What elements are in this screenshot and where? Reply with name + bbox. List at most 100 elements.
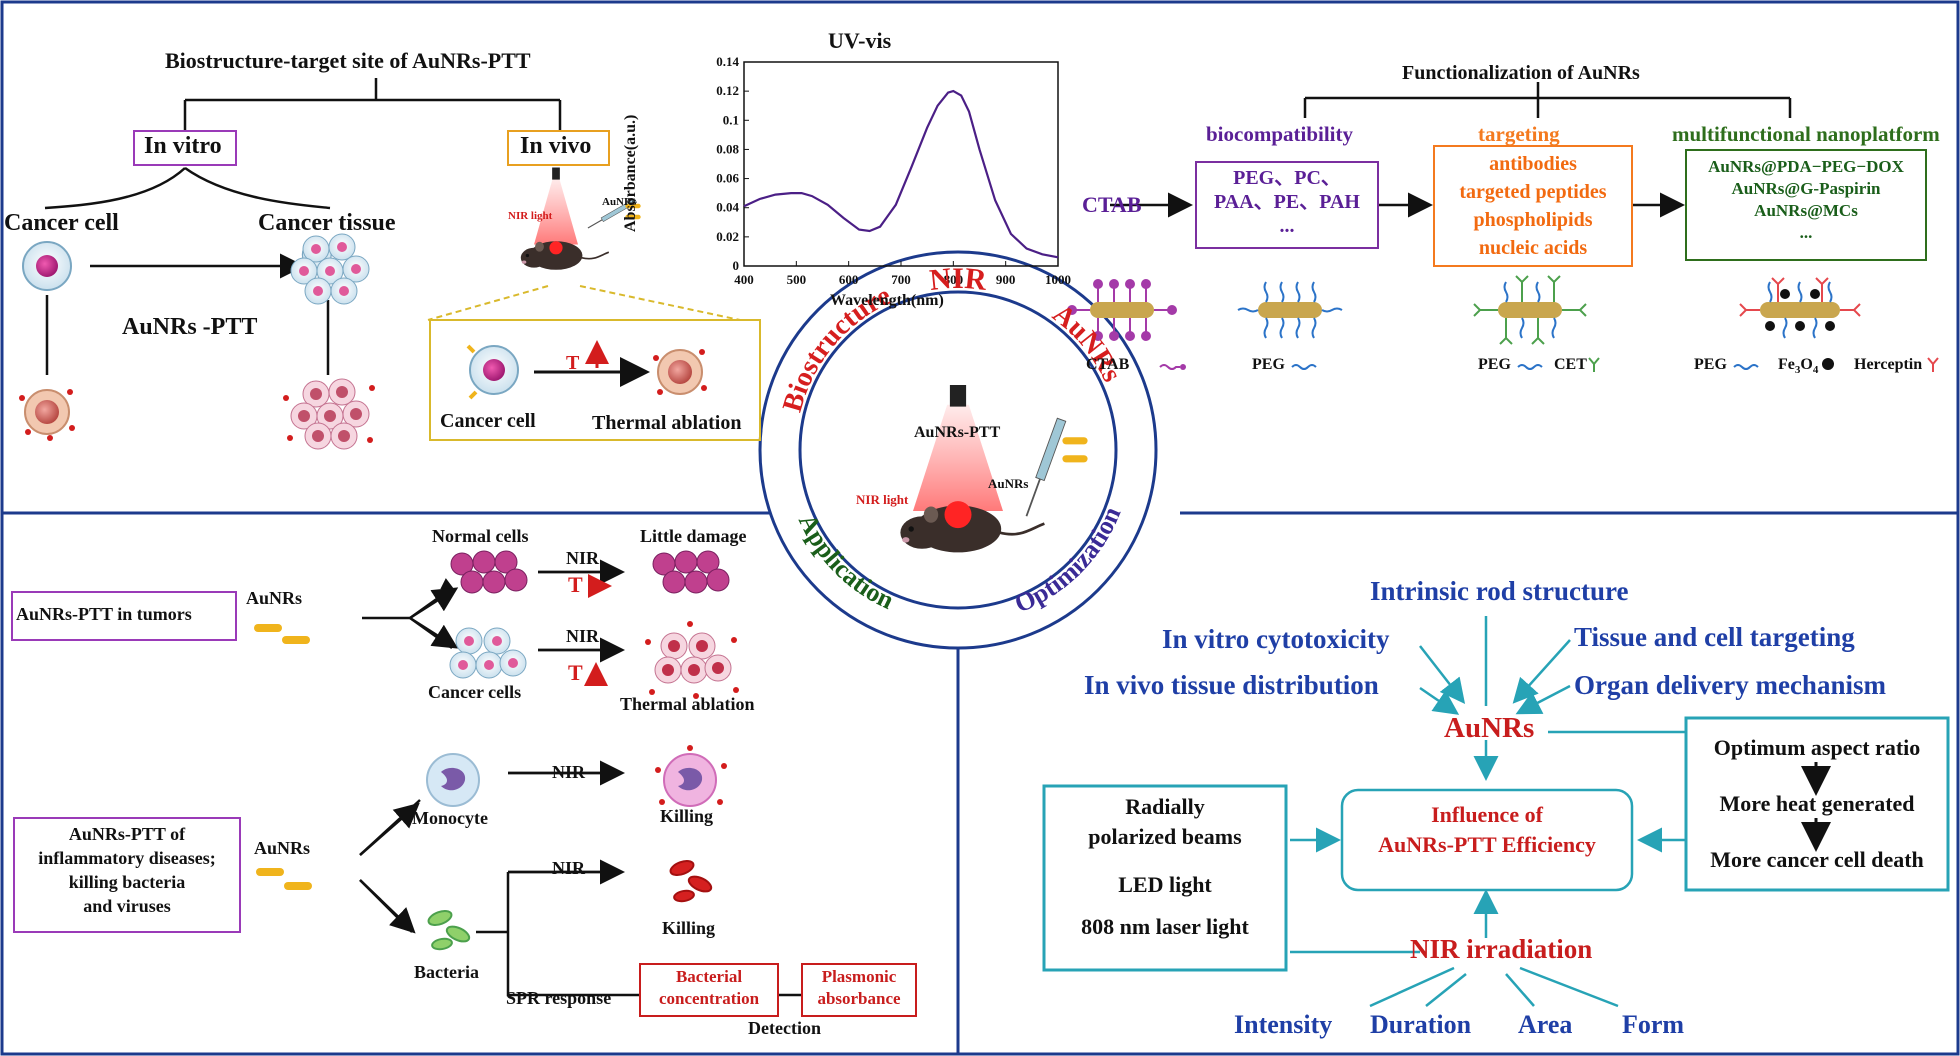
param-duration: Duration	[1370, 1010, 1472, 1039]
inset-cancer-cell: Cancer cell	[440, 410, 536, 432]
biostructure-title: Biostructure-target site of AuNRs-PTT	[165, 48, 531, 73]
opt-intrinsic: Intrinsic rod structure	[1370, 576, 1629, 606]
plasmonic-absorbance-box: Plasmonic absorbance	[817, 967, 901, 1008]
app-aunrs-1: AuNRs	[246, 588, 303, 608]
chart-xlabel: Wavelength(nm)	[830, 292, 944, 309]
param-form: Form	[1622, 1010, 1685, 1039]
opt-in-vivo: In vivo tissue distribution	[1084, 670, 1379, 700]
x-tick-label: 800	[944, 272, 964, 287]
multifunctional-rod	[1739, 277, 1861, 339]
opt-in-vitro: In vitro cytotoxicity	[1162, 624, 1390, 654]
x-tick-label: 500	[787, 272, 807, 287]
ctab-rod	[1067, 279, 1177, 341]
multi-item: AuNRs@MCs	[1754, 201, 1858, 220]
nir-light-small: NIR light	[508, 210, 553, 222]
center-nir-light: NIR light	[856, 492, 909, 507]
influence-box: Influence of AuNRs-PTT Efficiency	[1378, 802, 1596, 857]
mouse-illustration-top	[519, 167, 641, 271]
legend-fe3o4: Fe3O4	[1778, 356, 1819, 377]
multi-item: ...	[1799, 223, 1813, 242]
aunrs-small-top: AuNRs	[602, 196, 637, 208]
multi-list: AuNRs@PDA−PEG−DOX AuNRs@G-Paspirin AuNRs…	[1686, 156, 1926, 244]
thermal-ablation-label: Thermal ablation	[620, 694, 755, 714]
opt-organ: Organ delivery mechanism	[1574, 670, 1886, 700]
biocompat-head: biocompatibility	[1206, 122, 1354, 146]
inflam-box-label: AuNRs-PTT of inflammatory diseases; kill…	[38, 824, 216, 916]
biocompat-list: PEG、PC、 PAA、PE、PAH ...	[1196, 166, 1378, 238]
x-tick-label: 700	[891, 272, 911, 287]
aspect-ratio-box: Optimum aspect ratio More heat generated…	[1710, 735, 1924, 872]
tgt-item: antibodies	[1489, 153, 1577, 175]
opt-aunrs: AuNRs	[1444, 712, 1535, 744]
legend-herceptin: Herceptin	[1854, 356, 1923, 373]
x-tick-label: 400	[734, 272, 754, 287]
legend-cet: CET	[1554, 356, 1587, 373]
param-intensity: Intensity	[1234, 1010, 1333, 1039]
monocyte-label: Monocyte	[412, 808, 488, 828]
t-arrow-2: T	[568, 660, 583, 685]
detection-label: Detection	[748, 1018, 821, 1038]
param-area: Area	[1518, 1010, 1573, 1039]
temp-label: T	[566, 352, 580, 374]
nir-arrow-2: NIR	[566, 626, 600, 646]
x-tick-label: 1000	[1045, 272, 1071, 287]
peg-cet-rod	[1473, 275, 1587, 345]
nir-arrow-4: NIR	[552, 858, 586, 878]
absorbance-series-line	[743, 89, 1059, 259]
targeting-head: targeting	[1478, 122, 1560, 146]
aunrs-ptt-method: AuNRs -PTT	[122, 314, 258, 340]
spr-response-label: SPR response	[506, 988, 612, 1008]
center-nir: NIR	[928, 262, 988, 297]
killing-2: Killing	[662, 918, 716, 938]
killing-1: Killing	[660, 806, 714, 826]
t-arrow-1: T	[568, 572, 583, 597]
targeting-list: antibodies targeted peptides phospholipi…	[1434, 150, 1632, 262]
svg-text:NIR: NIR	[928, 262, 988, 297]
tumors-box-label: AuNRs-PTT in tumors	[16, 604, 192, 624]
inset-thermal-ablation: Thermal ablation	[592, 412, 742, 434]
normal-cells-label: Normal cells	[432, 526, 529, 546]
y-tick-label: 0.12	[716, 83, 739, 98]
bio-item: PAA、PE、PAH	[1214, 191, 1360, 213]
y-tick-label: 0.06	[716, 171, 739, 186]
y-tick-label: 0.14	[716, 54, 739, 69]
y-tick-label: 0.04	[716, 200, 739, 215]
y-tick-label: 0.1	[723, 112, 739, 127]
bio-item: PEG、PC、	[1233, 167, 1341, 189]
tgt-item: phospholipids	[1473, 209, 1593, 231]
cancer-cells-label: Cancer cells	[428, 682, 522, 702]
peg-rod	[1237, 281, 1343, 339]
y-tick-label: 0	[733, 258, 740, 273]
multi-item: AuNRs@PDA−PEG−DOX	[1708, 157, 1904, 176]
multi-item: AuNRs@G-Paspirin	[1731, 179, 1881, 198]
chart-title: UV-vis	[828, 28, 892, 53]
in-vivo-label: In vivo	[520, 133, 592, 159]
y-tick-label: 0.02	[716, 229, 739, 244]
tgt-item: targeted peptides	[1459, 181, 1607, 203]
legend-ctab: CTAB	[1086, 356, 1130, 373]
bio-item: ...	[1279, 215, 1295, 237]
opt-targeting: Tissue and cell targeting	[1574, 622, 1855, 652]
bacteria-label: Bacteria	[414, 962, 479, 982]
y-tick-label: 0.08	[716, 141, 739, 156]
x-tick-label: 900	[996, 272, 1016, 287]
chart-ylabel: Absorbance(a.u.)	[622, 114, 639, 232]
multi-head: multifunctional nanoplatform	[1672, 122, 1940, 146]
legend-peg-2: PEG	[1478, 356, 1511, 373]
bacterial-concentration-box: Bacterial concentration	[658, 967, 760, 1008]
cancer-cell-label: Cancer cell	[4, 210, 119, 236]
ctab-label: CTAB	[1082, 192, 1142, 217]
in-vitro-label: In vitro	[144, 133, 222, 159]
light-sources-box: Radially polarized beams LED light 808 n…	[1081, 794, 1249, 939]
legend-peg-3: PEG	[1694, 356, 1727, 373]
cancer-tissue-cluster	[290, 233, 370, 305]
center-aunrs-small: AuNRs	[988, 476, 1029, 491]
nir-arrow-3: NIR	[552, 762, 586, 782]
cancer-tissue-label: Cancer tissue	[258, 210, 396, 236]
legend-peg-1: PEG	[1252, 356, 1285, 373]
functionalization-title: Functionalization of AuNRs	[1402, 62, 1640, 84]
nir-arrow-1: NIR	[566, 548, 600, 568]
center-title: AuNRs-PTT	[914, 424, 1001, 441]
